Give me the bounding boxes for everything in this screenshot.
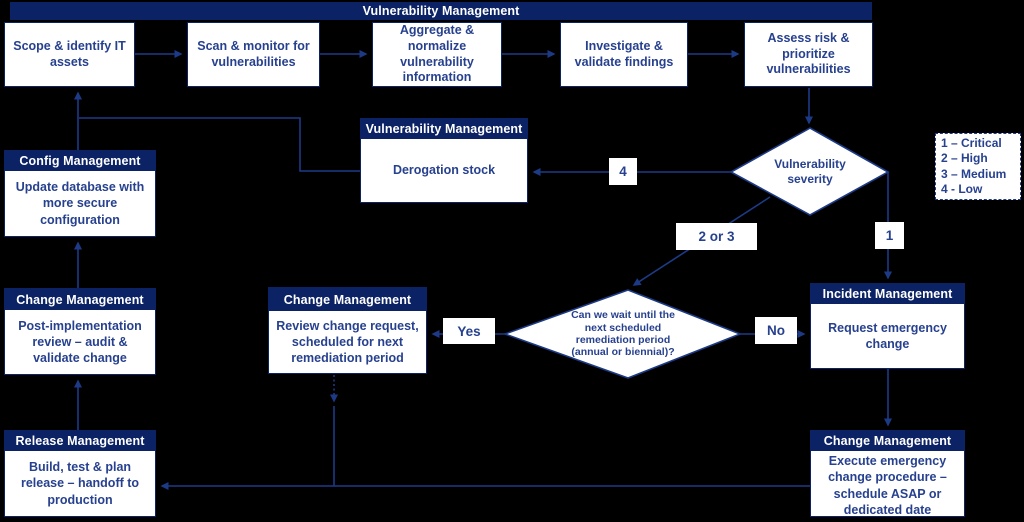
- change-management-left-header: Change Management: [5, 289, 155, 310]
- config-management-block: Config Management Update database with m…: [4, 150, 156, 237]
- severity-legend: 1 – Critical 2 – High 3 – Medium 4 - Low: [935, 133, 1021, 200]
- change-management-br-block: Change Management Execute emergency chan…: [810, 430, 965, 517]
- change-management-br-header: Change Management: [811, 431, 964, 451]
- process-step-scope: Scope & identify IT assets: [4, 22, 135, 87]
- derogation-block-body: Derogation stock: [392, 163, 496, 178]
- process-step-investigate: Investigate & validate findings: [560, 22, 688, 87]
- severity-diamond-shape: [729, 127, 890, 216]
- release-management-body: Build, test & plan release – handoff to …: [20, 460, 140, 507]
- legend-item-low: 4 - Low: [941, 182, 983, 196]
- process-step-scan: Scan & monitor for vulnerabilities: [187, 22, 320, 87]
- change-management-left-block: Change Management Post-implementation re…: [4, 288, 156, 375]
- edge-label-2-or-3: 2 or 3: [676, 223, 757, 250]
- derogation-block-header: Vulnerability Management: [361, 119, 527, 139]
- edge-label-4: 4: [609, 158, 637, 185]
- edge-label-1: 1: [875, 222, 904, 249]
- change-management-mid-header: Change Management: [269, 288, 426, 311]
- incident-management-header: Incident Management: [811, 284, 964, 304]
- config-management-body: Update database with more secure configu…: [15, 180, 145, 227]
- edge-label-no: No: [755, 317, 797, 344]
- change-management-left-body: Post-implementation review – audit & val…: [18, 318, 142, 366]
- incident-management-block: Incident Management Request emergency ch…: [810, 283, 965, 369]
- edge-label-yes: Yes: [443, 318, 495, 344]
- line-derogation-loopback: [79, 117, 360, 172]
- incident-management-body: Request emergency change: [828, 320, 947, 351]
- legend-item-medium: 3 – Medium: [941, 166, 1007, 181]
- change-management-mid-block: Change Management Review change request,…: [268, 287, 427, 374]
- change-management-br-body: Execute emergency change procedure – sch…: [828, 454, 947, 517]
- severity-diamond-label: Vulnerability severity: [774, 157, 846, 186]
- process-step-aggregate: Aggregate & normalize vulnerability info…: [372, 22, 502, 87]
- release-management-header: Release Management: [5, 431, 155, 451]
- wait-diamond-shape: [502, 289, 743, 379]
- config-management-header: Config Management: [5, 151, 155, 171]
- legend-item-high: 2 – High: [941, 151, 988, 165]
- process-step-assess: Assess risk & prioritize vulnerabilities: [744, 22, 873, 87]
- release-management-block: Release Management Build, test & plan re…: [4, 430, 156, 517]
- legend-item-critical: 1 – Critical: [941, 135, 1002, 150]
- change-management-mid-body: Review change request, scheduled for nex…: [276, 318, 419, 366]
- derogation-block: Vulnerability Management Derogation stoc…: [360, 118, 528, 203]
- wait-diamond-label: Can we wait until the next scheduled rem…: [571, 309, 675, 359]
- vulnerability-management-banner: Vulnerability Management: [10, 2, 872, 20]
